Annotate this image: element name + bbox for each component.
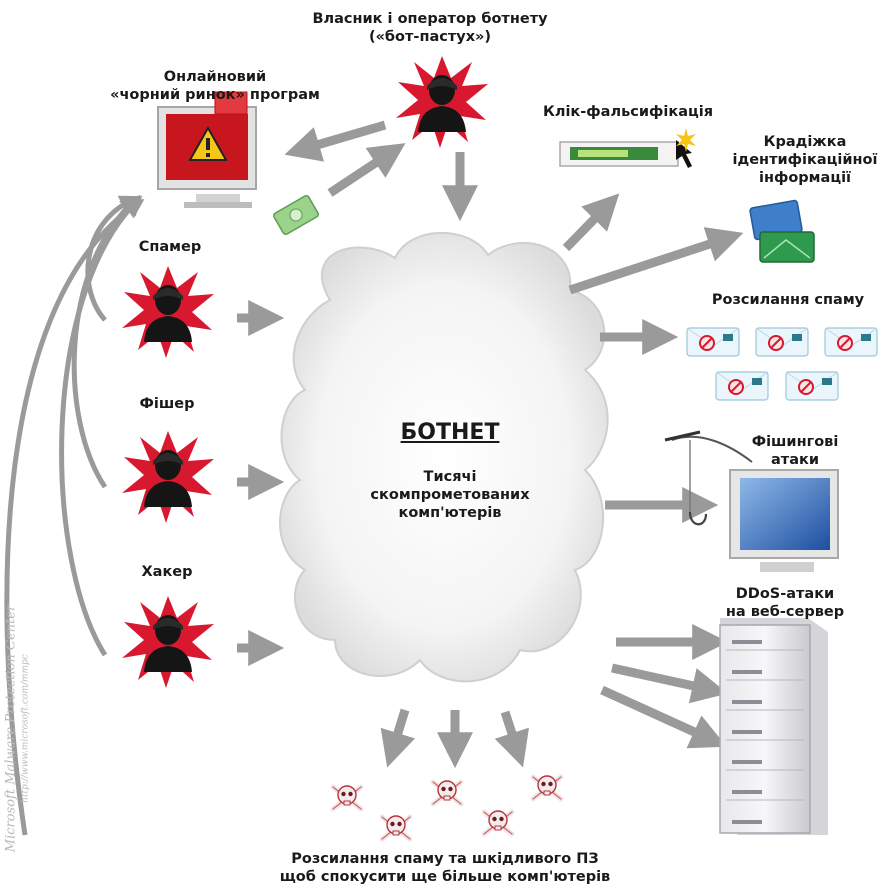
ddos-label-line2: на веб-сервер (725, 604, 845, 620)
phisher-figure (122, 431, 214, 523)
watermark: Microsoft Malware Protection Center http… (4, 564, 31, 894)
phishing-monitor-icon (664, 430, 839, 572)
owner-label-line1: Власник і оператор ботнету (312, 11, 548, 27)
spammer-label: Спамер (138, 239, 202, 255)
spam-envelopes-icon (686, 327, 878, 401)
botnet-subtitle-line2: скомпрометованих (370, 487, 530, 503)
ddos-label-line1: DDoS-атаки (735, 586, 835, 602)
bottom-label: Розсилання спаму та шкідливого ПЗ щоб сп… (255, 850, 635, 886)
botnet-cloud (279, 231, 609, 683)
bottom-label-line2: щоб спокусити ще більше комп'ютерів (279, 869, 611, 885)
botherder-figure (396, 56, 488, 148)
web-server-rack-icon (719, 618, 828, 835)
black-market-label-line1: Онлайновий (163, 69, 267, 85)
identity-theft-label: Крадіжка ідентифікаційної інформації (730, 133, 880, 187)
spammer-figure (122, 266, 214, 358)
hacker-label: Хакер (141, 564, 193, 580)
hacker-figure (122, 596, 214, 688)
botnet-title: БОТНЕТ (400, 420, 500, 445)
identity-theft-label-line2: ідентифікаційної (732, 152, 878, 168)
identity-cards-icon (749, 199, 815, 263)
phishing-attacks-label: Фішингові атаки (730, 433, 860, 469)
click-fraud-banner-icon (559, 128, 696, 168)
watermark-line1: Microsoft Malware Protection Center (3, 604, 19, 853)
flow-arrows (237, 120, 744, 769)
malware-skulls-icon (333, 776, 561, 839)
black-market-label: Онлайновий «чорний ринок» програм (90, 68, 340, 104)
botnet-subtitle: Тисячі скомпрометованих комп'ютерів (340, 468, 560, 522)
owner-label: Власник і оператор ботнету («бот-пастух»… (300, 10, 560, 46)
return-arrows (4, 194, 145, 836)
phishing-attacks-label-line1: Фішингові (751, 434, 839, 450)
money-icon (273, 194, 319, 236)
owner-label-line2: («бот-пастух») (368, 29, 492, 45)
watermark-line2: http://www.microsoft.com/mmpc (20, 654, 31, 803)
bottom-label-line1: Розсилання спаму та шкідливого ПЗ (291, 851, 599, 867)
identity-theft-label-line1: Крадіжка (763, 134, 847, 150)
black-market-monitor-icon (157, 91, 257, 208)
identity-theft-label-line3: інформації (758, 170, 852, 186)
phishing-attacks-label-line2: атаки (771, 452, 819, 468)
ddos-label: DDoS-атаки на веб-сервер (700, 585, 870, 621)
phisher-label: Фішер (139, 396, 195, 412)
botnet-subtitle-line3: комп'ютерів (398, 505, 502, 521)
click-fraud-label: Клік-фальсифікація (542, 104, 714, 120)
spam-sending-label: Розсилання спаму (711, 292, 865, 308)
black-market-label-line2: «чорний ринок» програм (110, 87, 320, 103)
botnet-subtitle-line1: Тисячі (423, 469, 477, 485)
